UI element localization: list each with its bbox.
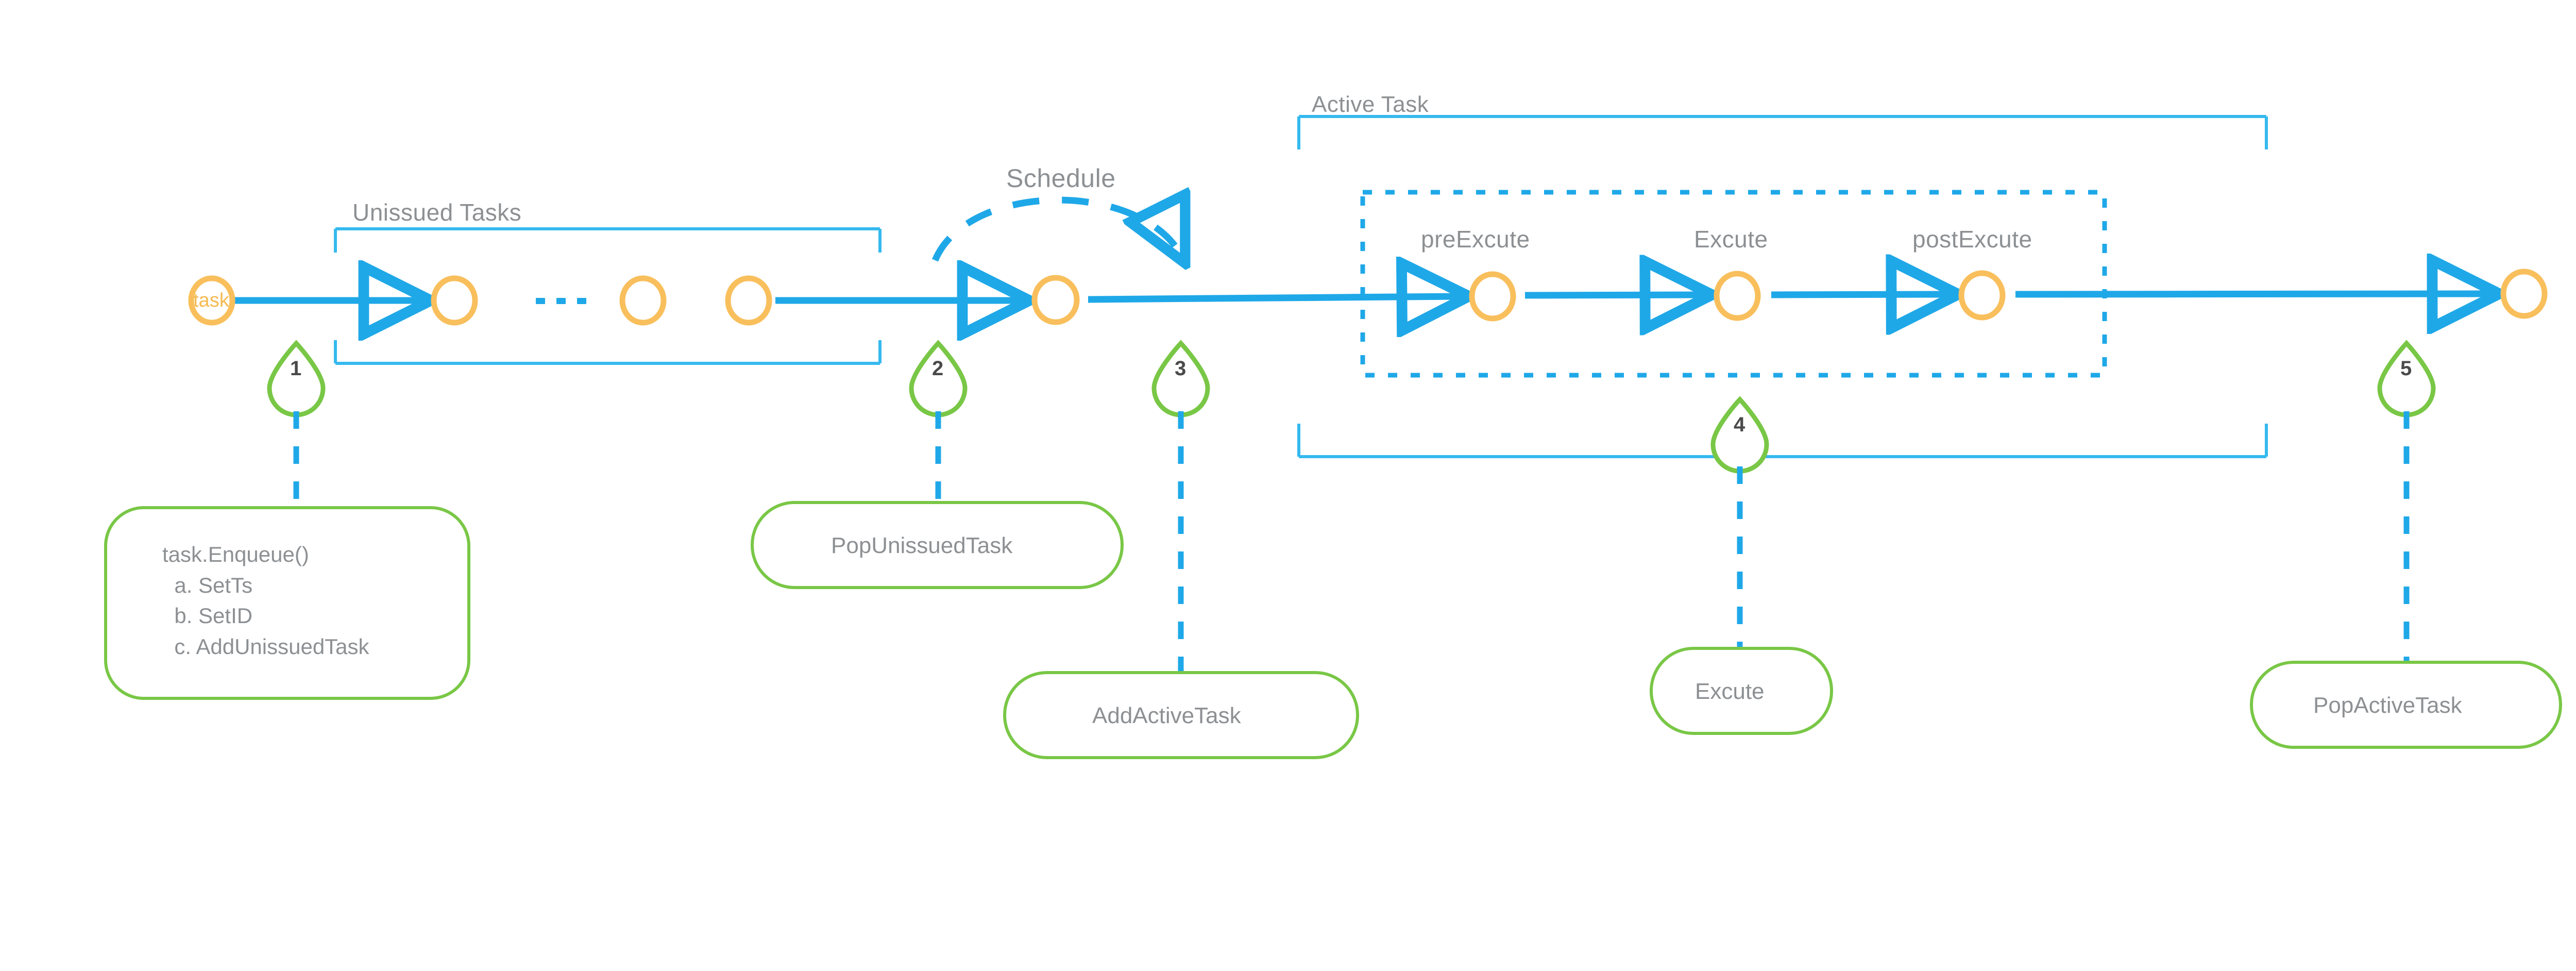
node-unissued-2: [619, 275, 667, 326]
pin-leader-lines: [293, 411, 2410, 679]
active-task-bracket: [1297, 115, 2268, 458]
unissued-bracket-bottom: [334, 340, 882, 365]
stage-label-excute: Excute: [1694, 226, 1768, 253]
callout-text-5: PopActiveTask: [2313, 693, 2462, 718]
callout-text-1: task.Enqueue() a. SetTs b. SetID c. AddU…: [162, 542, 369, 659]
pin-number-2: 2: [932, 357, 944, 380]
queue-ellipsis-icon: [536, 298, 586, 304]
node-schedule: [1031, 275, 1080, 325]
active-bracket-bottom: [1297, 424, 2268, 458]
connector-exec-to-post: [1771, 294, 1952, 295]
node-postexcute: [1958, 270, 2006, 321]
callout-box-5: [2250, 661, 2562, 749]
callout-box-3: [1003, 671, 1359, 759]
stage-label-preexcute: preExcute: [1421, 226, 1530, 253]
callout-box-1: [104, 506, 470, 700]
schedule-arc-arrow: [932, 200, 1182, 260]
step-pins: [267, 340, 2436, 474]
active-bracket-top: [1297, 115, 2268, 149]
transition-label-schedule: Schedule: [1006, 164, 1116, 193]
node-excute: [1714, 271, 1761, 321]
node-task: [188, 275, 235, 326]
callout-boxes: [104, 501, 2562, 759]
callout-text-3: AddActiveTask: [1092, 703, 1241, 728]
stage-label-postexcute: postExcute: [1912, 226, 2032, 253]
group-label-active-task: Active Task: [1312, 92, 1429, 117]
pin-number-1: 1: [290, 357, 302, 380]
node-preexcute: [1469, 271, 1516, 322]
flow-connectors: [232, 294, 2493, 300]
callout-box-2: [751, 501, 1124, 589]
group-label-unissued-tasks: Unissued Tasks: [352, 199, 522, 226]
callout-box-4: [1650, 647, 1833, 735]
excute-stage-dashed-box: [1360, 190, 2107, 378]
unissued-bracket-top: [334, 227, 882, 253]
callout-text-2: PopUnissuedTask: [831, 533, 1013, 558]
connector-sched-to-pre: [1088, 296, 1462, 299]
pin-number-3: 3: [1175, 357, 1187, 380]
node-done: [2500, 269, 2548, 319]
unissued-tasks-bracket: [334, 227, 882, 365]
pin-number-4: 4: [1734, 413, 1745, 436]
node-unissued-1: [431, 275, 478, 326]
callout-text-4: Excute: [1695, 679, 1765, 704]
node-unissued-3: [725, 275, 772, 326]
pin-number-5: 5: [2400, 357, 2412, 380]
task-nodes: [188, 269, 2548, 326]
node-label-task: task: [193, 290, 229, 311]
